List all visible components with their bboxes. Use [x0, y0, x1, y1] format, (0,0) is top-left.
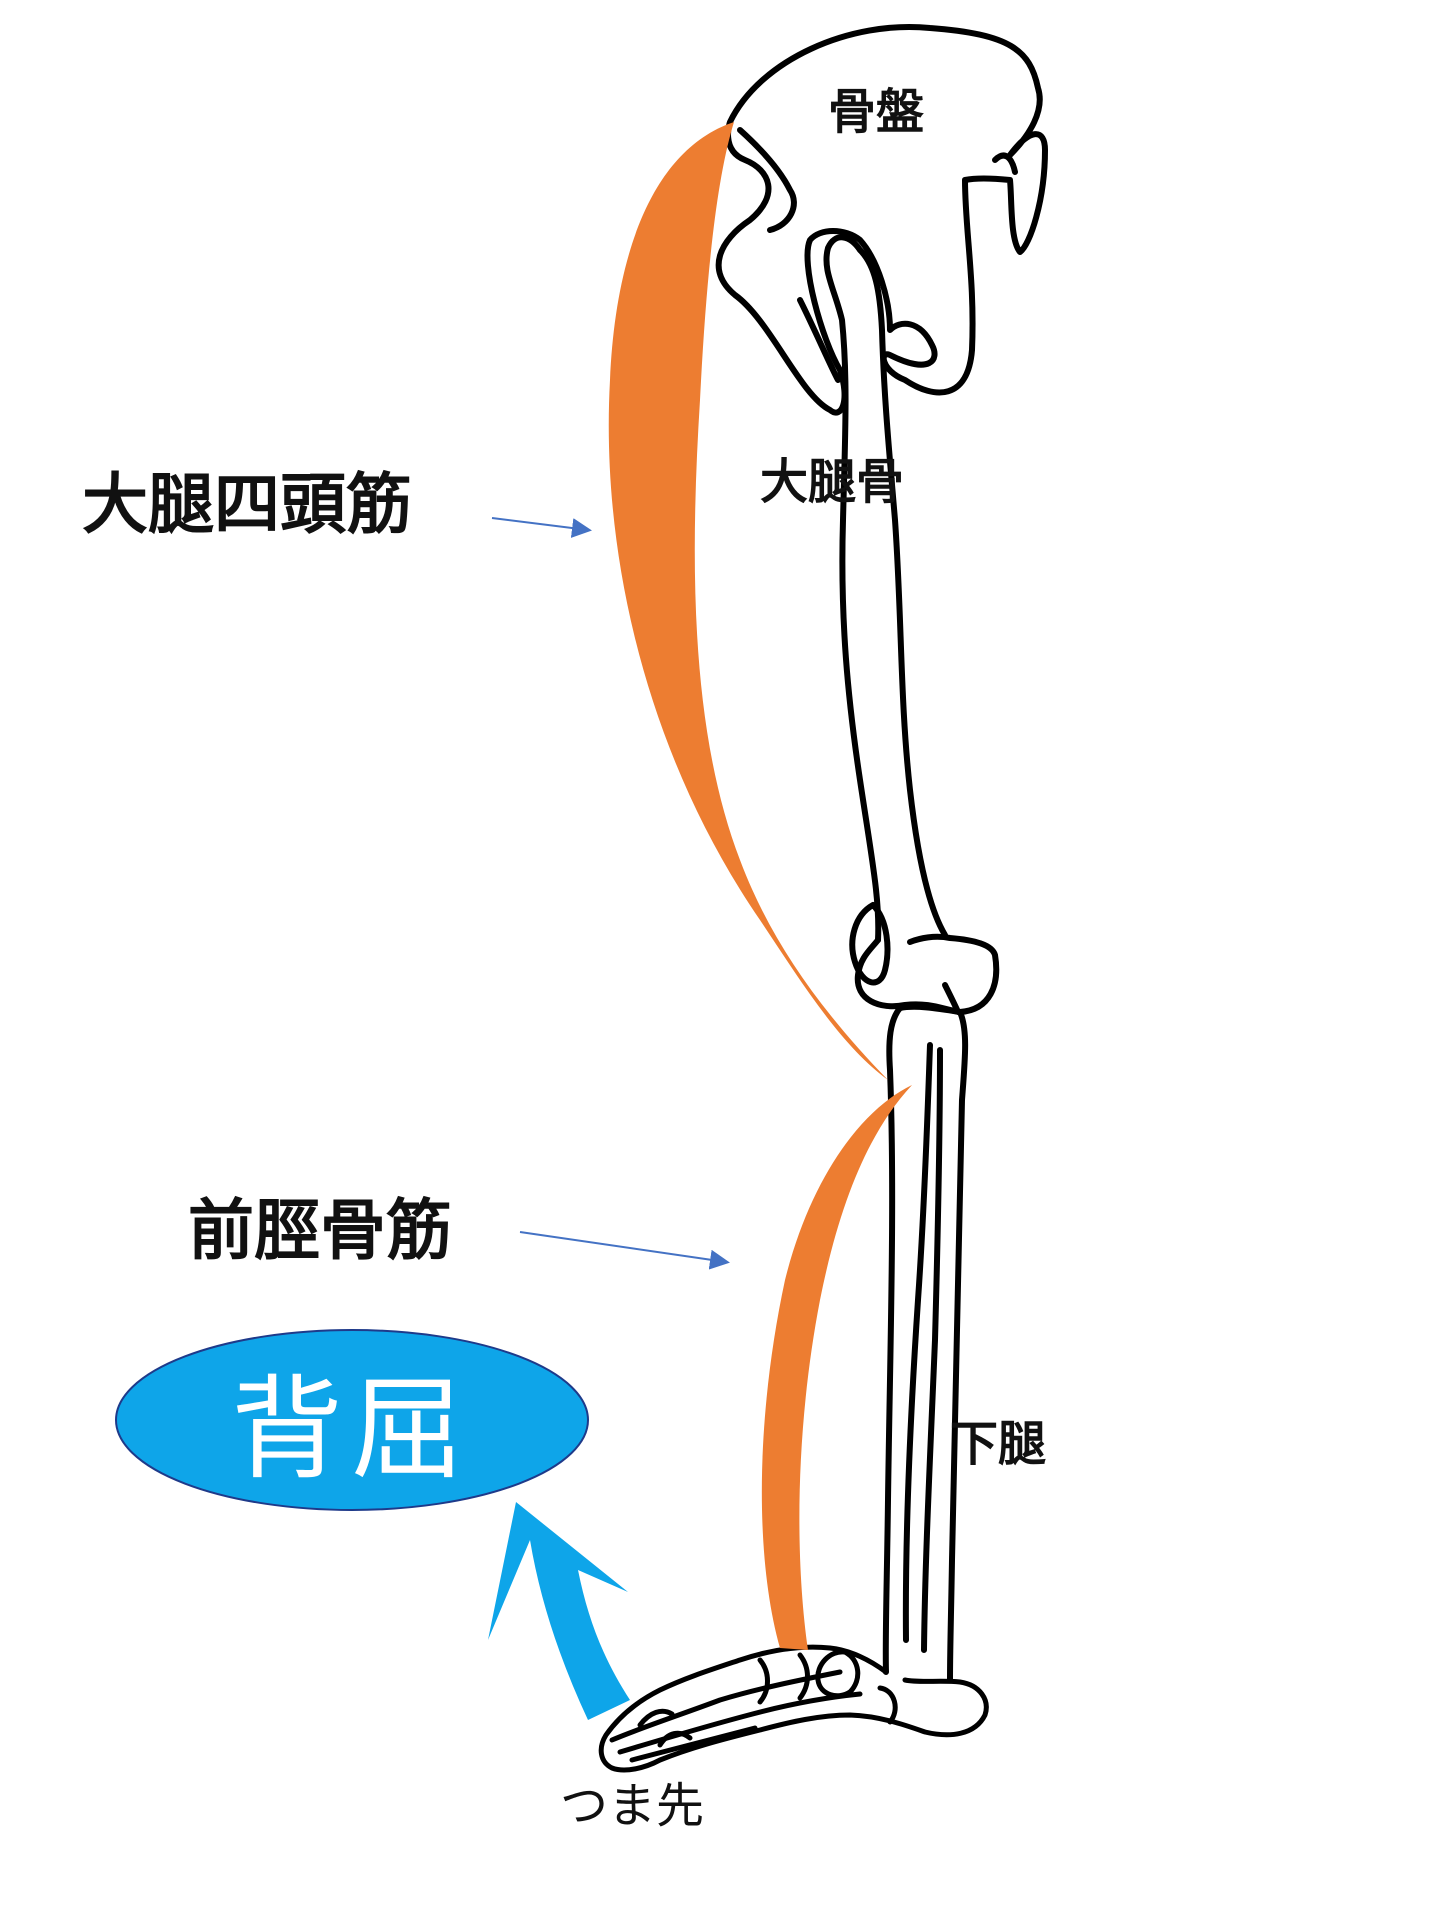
tibialis-anterior-muscle	[761, 1085, 912, 1650]
foot-bones	[598, 1644, 989, 1773]
curved-arrow-up-icon	[488, 1502, 630, 1720]
tibialis-pointer-arrow	[519, 1231, 730, 1270]
quadriceps-pointer-arrow	[491, 517, 592, 538]
pelvis-label: 骨盤	[828, 84, 925, 140]
tibialis-anterior-label: 前脛骨筋	[188, 1192, 452, 1269]
femur-label: 大腿骨	[760, 454, 905, 510]
dorsiflexion-ellipse	[115, 1329, 589, 1511]
lower-leg-label: 下腿	[950, 1416, 1047, 1472]
tibia-fibula-bones	[882, 1003, 969, 1683]
quadriceps-muscle	[608, 122, 888, 1080]
toe-label: つま先	[560, 1778, 705, 1834]
dorsiflexion-label: 背屈	[231, 1365, 471, 1495]
quadriceps-label: 大腿四頭筋	[82, 466, 412, 543]
